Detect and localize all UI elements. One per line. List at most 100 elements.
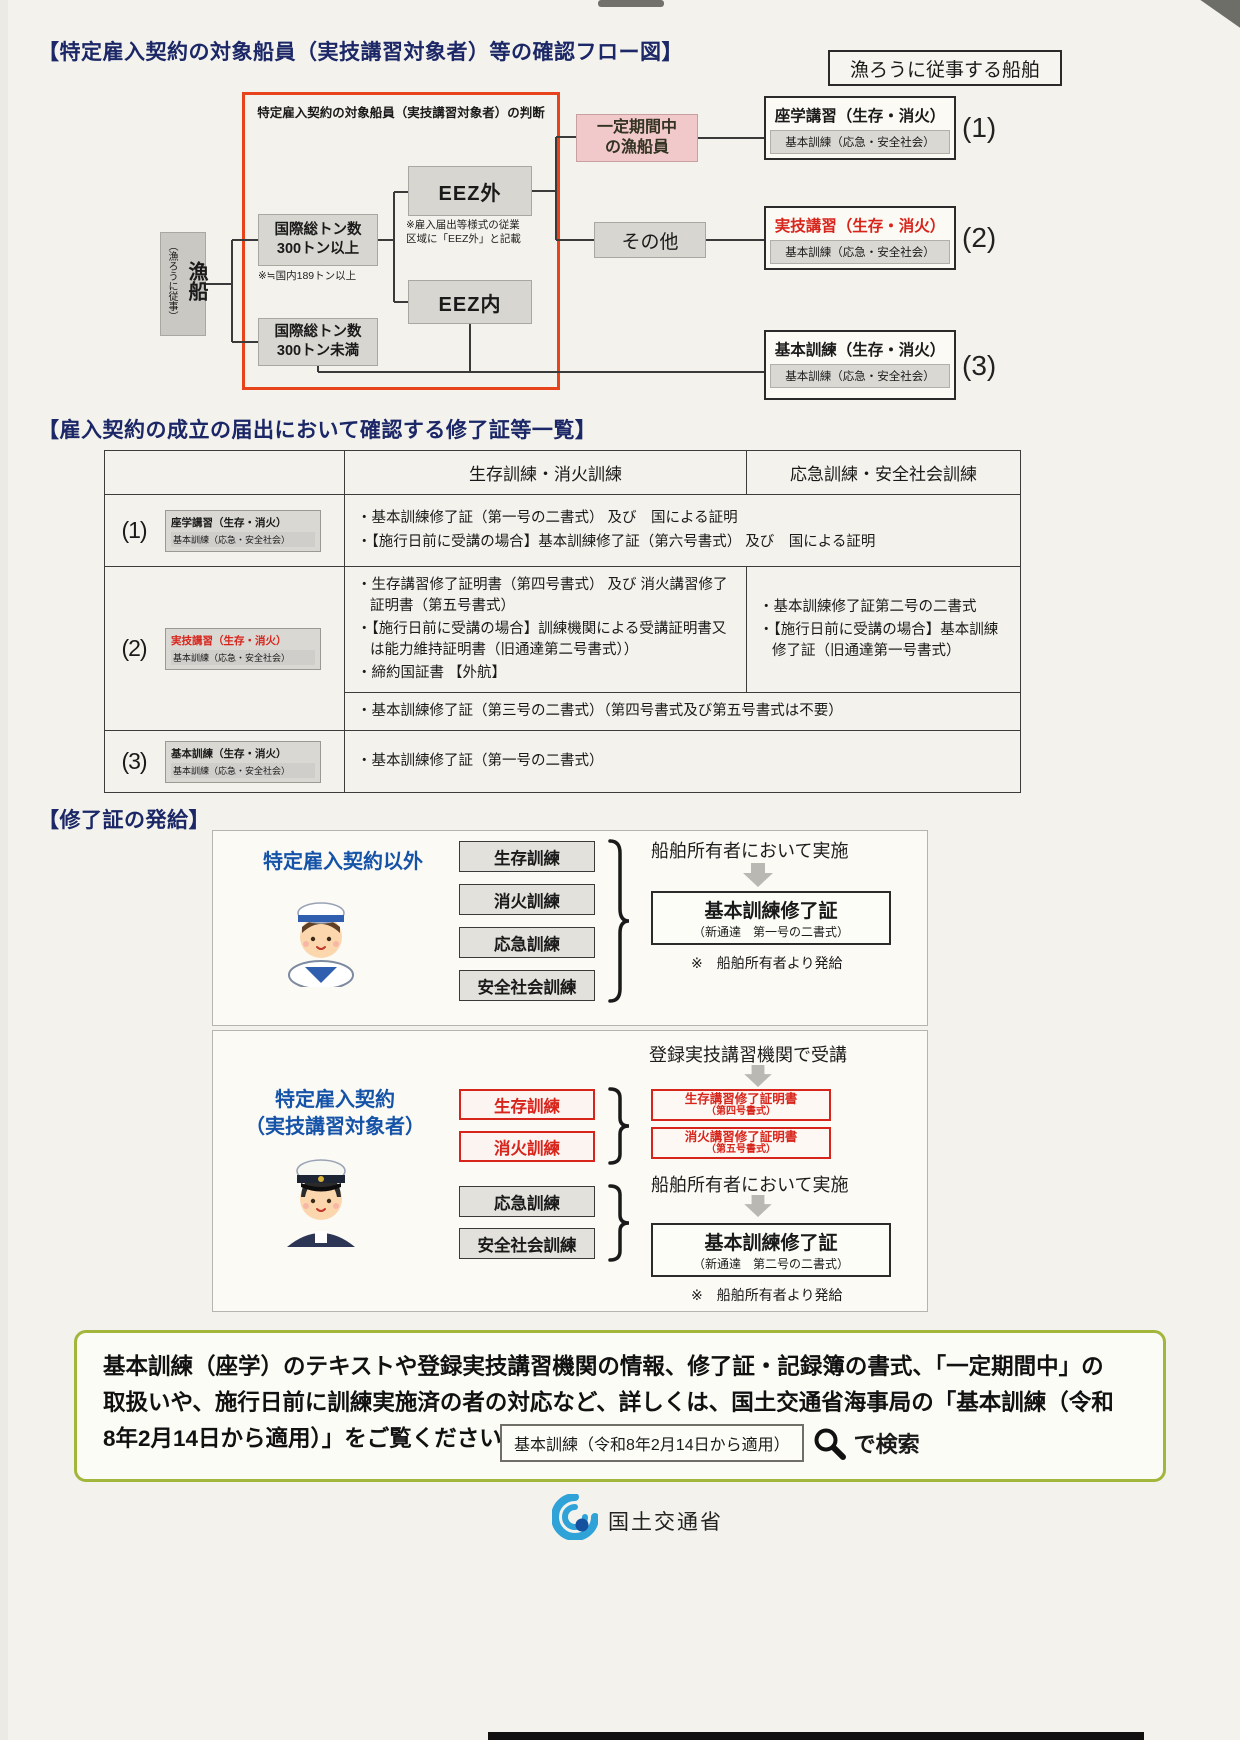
row3-thumbnail: 基本訓練（生存・消火） 基本訓練（応急・安全社会） bbox=[165, 740, 321, 783]
survival-cert-form: （第四号書式） bbox=[706, 1106, 776, 1118]
result-2-line1: 実技講習（生存・消火） bbox=[774, 218, 946, 235]
result-3-line1: 基本訓練（生存・消火） bbox=[774, 342, 946, 359]
notice-body: 基本訓練（座学）のテキストや登録実技講習機関の情報、修了証・記録簿の書式、「一定… bbox=[103, 1354, 1114, 1451]
search-term-box: 基本訓練（令和8年2月14日から適用） bbox=[500, 1424, 804, 1462]
result-box-1: 座学講習（生存・消火） 基本訓練（応急・安全社会） bbox=[764, 96, 956, 160]
footer-org-name: 国土交通省 bbox=[608, 1511, 723, 1534]
row2-right-item-1: ・基本訓練修了証第二号の二書式 bbox=[759, 599, 977, 616]
tonnage-over-note: ※≒国内189トン以上 bbox=[258, 270, 357, 282]
fishing-vessel-corner-label: 漁ろうに従事する船舶 bbox=[849, 59, 1040, 81]
row2-thumb-line1: 実技講習（生存・消火） bbox=[171, 634, 287, 647]
row3-content-cell: ・基本訓練修了証（第一号の二書式） bbox=[344, 730, 1021, 794]
fishing-vessel-corner-box: 漁ろうに従事する船舶 bbox=[828, 50, 1062, 86]
training-box-fire: 消火訓練 bbox=[459, 884, 595, 915]
notice-box: 基本訓練（座学）のテキストや登録実技講習機関の情報、修了証・記録簿の書式、「一定… bbox=[74, 1330, 1166, 1482]
sailor-illustration bbox=[288, 902, 354, 987]
result-box-3: 基本訓練（生存・消火） 基本訓練（応急・安全社会） bbox=[764, 330, 956, 400]
row2-label-cell: (2) 実技講習（生存・消火） 基本訓練（応急・安全社会） bbox=[104, 565, 345, 732]
panel-other-cert-box: 基本訓練修了証 （新通達 第一号の二書式） bbox=[651, 891, 891, 945]
row2-span-item: ・基本訓練修了証（第三号の二書式）（第四号書式及び第五号書式は不要） bbox=[357, 703, 843, 720]
row2-right-item-2: ・【施行日前に受講の場合】基本訓練修了証（旧通達第一号書式） bbox=[759, 622, 999, 660]
vessel-box: （漁ろうに従事） 漁船 bbox=[160, 232, 207, 336]
row1-item-1: ・基本訓練修了証（第一号の二書式） 及び 国による証明 bbox=[357, 510, 738, 527]
tonnage-under-300-box: 国際総トン数 300トン未満 bbox=[258, 318, 378, 366]
row2-left-cell: ・生存講習修了証明書（第四号書式） 及び 消火講習修了証明書（第五号書式） ・【… bbox=[344, 565, 747, 694]
row2-left-item-2: ・【施行日前に受講の場合】訓練機関による受講証明書又は能力維持証明書（旧通達第二… bbox=[357, 621, 727, 659]
issuance-section-title: 【修了証の発給】 bbox=[38, 809, 210, 832]
row2-left-item-1: ・生存講習修了証明書（第四号書式） 及び 消火講習修了証明書（第五号書式） bbox=[357, 577, 728, 615]
training-box-social: 安全社会訓練 bbox=[459, 970, 595, 1001]
row1-item-2: ・【施行日前に受講の場合】基本訓練修了証（第六号書式） 及び 国による証明 bbox=[357, 533, 876, 550]
down-arrow-icon bbox=[744, 1195, 772, 1217]
table-header-emergency-social: 応急訓練・安全社会訓練 bbox=[746, 450, 1021, 495]
magnifier-icon bbox=[814, 1428, 846, 1460]
result-2-number: (2) bbox=[962, 222, 997, 253]
eez-inside-box: EEZ内 bbox=[408, 280, 532, 324]
curly-brace-icon bbox=[608, 1087, 630, 1165]
vessel-label: 漁船 bbox=[185, 261, 207, 301]
fire-cert-box: 消火講習修了証明書 （第五号書式） bbox=[651, 1127, 831, 1159]
row2-thumbnail: 実技講習（生存・消火） 基本訓練（応急・安全社会） bbox=[165, 627, 321, 670]
result-3-number: (3) bbox=[962, 350, 997, 381]
fixed-period-crew-box: 一定期間中 の漁船員 bbox=[576, 114, 698, 162]
survival-cert-box: 生存講習修了証明書 （第四号書式） bbox=[651, 1089, 831, 1121]
judgment-title: 特定雇入契約の対象船員（実技講習対象者）の判断 bbox=[257, 106, 545, 120]
mlit-logo bbox=[552, 1494, 598, 1540]
training-box-survival-red: 生存訓練 bbox=[459, 1089, 595, 1120]
issuance-panel-specified: 登録実技講習機関で受講 特定雇入契約 （実技講習対象者） 生存訓練 消火訓練 生… bbox=[212, 1030, 928, 1312]
training-box-emergency: 応急訓練 bbox=[459, 927, 595, 958]
fire-cert-name: 消火講習修了証明書 bbox=[684, 1129, 798, 1144]
vessel-side-note: （漁ろうに従事） bbox=[166, 241, 177, 321]
result-box-2: 実技講習（生存・消火） 基本訓練（応急・安全社会） bbox=[764, 206, 956, 270]
training-box-emergency: 応急訓練 bbox=[459, 1186, 595, 1217]
eez-outside-note: ※雇入届出等様式の従業 区域に「EEZ外」と記載 bbox=[406, 219, 521, 245]
row2-thumb-line2: 基本訓練（応急・安全社会） bbox=[171, 649, 315, 665]
other-box: その他 bbox=[594, 222, 706, 258]
captain-illustration bbox=[287, 1159, 355, 1247]
table-header-survival-fire: 生存訓練・消火訓練 bbox=[344, 450, 747, 495]
fire-cert-form: （第五号書式） bbox=[706, 1144, 776, 1156]
search-widget: 基本訓練（令和8年2月14日から適用） で検索 bbox=[500, 1424, 920, 1462]
search-suffix: で検索 bbox=[853, 1432, 920, 1457]
panel-specified-reg-note: 登録実技講習機関で受講 bbox=[649, 1045, 847, 1065]
issuance-panel-other: 特定雇入契約以外 生存訓練 消火訓練 応急訓練 安全社会訓練 船舶所有者において… bbox=[212, 830, 928, 1026]
row3-label-cell: (3) 基本訓練（生存・消火） 基本訓練（応急・安全社会） bbox=[104, 730, 345, 794]
flow-connector-lines bbox=[206, 136, 764, 373]
panel-other-issued-by: ※ 船舶所有者より発給 bbox=[691, 955, 843, 971]
row1-thumb-line2: 基本訓練（応急・安全社会） bbox=[171, 531, 315, 547]
row3-number: (3) bbox=[121, 748, 147, 775]
panel-specified-impl-note: 船舶所有者において実施 bbox=[651, 1175, 849, 1195]
row1-content-cell: ・基本訓練修了証（第一号の二書式） 及び 国による証明 ・【施行日前に受講の場合… bbox=[344, 494, 1021, 567]
row1-thumb-line1: 座学講習（生存・消火） bbox=[171, 516, 287, 529]
row1-label-cell: (1) 座学講習（生存・消火） 基本訓練（応急・安全社会） bbox=[104, 494, 345, 567]
panel-specified-label: 特定雇入契約 （実技講習対象者） bbox=[245, 1089, 425, 1138]
down-arrow-icon bbox=[744, 1065, 772, 1087]
result-2-line2: 基本訓練（応急・安全社会） bbox=[770, 240, 950, 264]
training-box-fire-red: 消火訓練 bbox=[459, 1131, 595, 1162]
flow-section-title: 【特定雇入契約の対象船員（実技講習対象者）等の確認フロー図】 bbox=[38, 41, 683, 64]
curly-brace-icon bbox=[608, 839, 630, 1003]
table-header-empty bbox=[104, 450, 345, 495]
row2-span-cell: ・基本訓練修了証（第三号の二書式）（第四号書式及び第五号書式は不要） bbox=[344, 692, 1021, 732]
panel-other-cert-name: 基本訓練修了証 bbox=[704, 901, 838, 922]
result-3-line2: 基本訓練（応急・安全社会） bbox=[770, 364, 950, 388]
result-1-line1: 座学講習（生存・消火） bbox=[774, 108, 946, 125]
down-arrow-icon bbox=[743, 863, 773, 887]
result-1-number: (1) bbox=[962, 112, 997, 143]
row1-thumbnail: 座学講習（生存・消火） 基本訓練（応急・安全社会） bbox=[165, 509, 321, 552]
survival-cert-name: 生存講習修了証明書 bbox=[684, 1091, 798, 1106]
panel-specified-cert-box: 基本訓練修了証 （新通達 第二号の二書式） bbox=[651, 1223, 891, 1277]
result-1-line2: 基本訓練（応急・安全社会） bbox=[770, 130, 950, 154]
row3-thumb-line1: 基本訓練（生存・消火） bbox=[171, 747, 287, 760]
certificate-table: 生存訓練・消火訓練 応急訓練・安全社会訓練 (1) 座学講習（生存・消火） 基本… bbox=[104, 450, 1021, 794]
panel-other-cert-form: （新通達 第一号の二書式） bbox=[692, 925, 849, 939]
scan-artifact-bottom-bar bbox=[488, 1732, 1144, 1740]
panel-specified-cert-form: （新通達 第二号の二書式） bbox=[692, 1257, 849, 1271]
table-section-title: 【雇入契約の成立の届出において確認する修了証等一覧】 bbox=[38, 419, 597, 442]
tonnage-over-300-box: 国際総トン数 300トン以上 bbox=[258, 214, 378, 266]
row1-number: (1) bbox=[121, 517, 147, 543]
row3-item-1: ・基本訓練修了証（第一号の二書式） bbox=[357, 753, 604, 770]
scan-artifact-top-smudge bbox=[598, 0, 664, 7]
panel-specified-issued-by: ※ 船舶所有者より発給 bbox=[691, 1287, 843, 1303]
training-box-survival: 生存訓練 bbox=[459, 841, 595, 872]
